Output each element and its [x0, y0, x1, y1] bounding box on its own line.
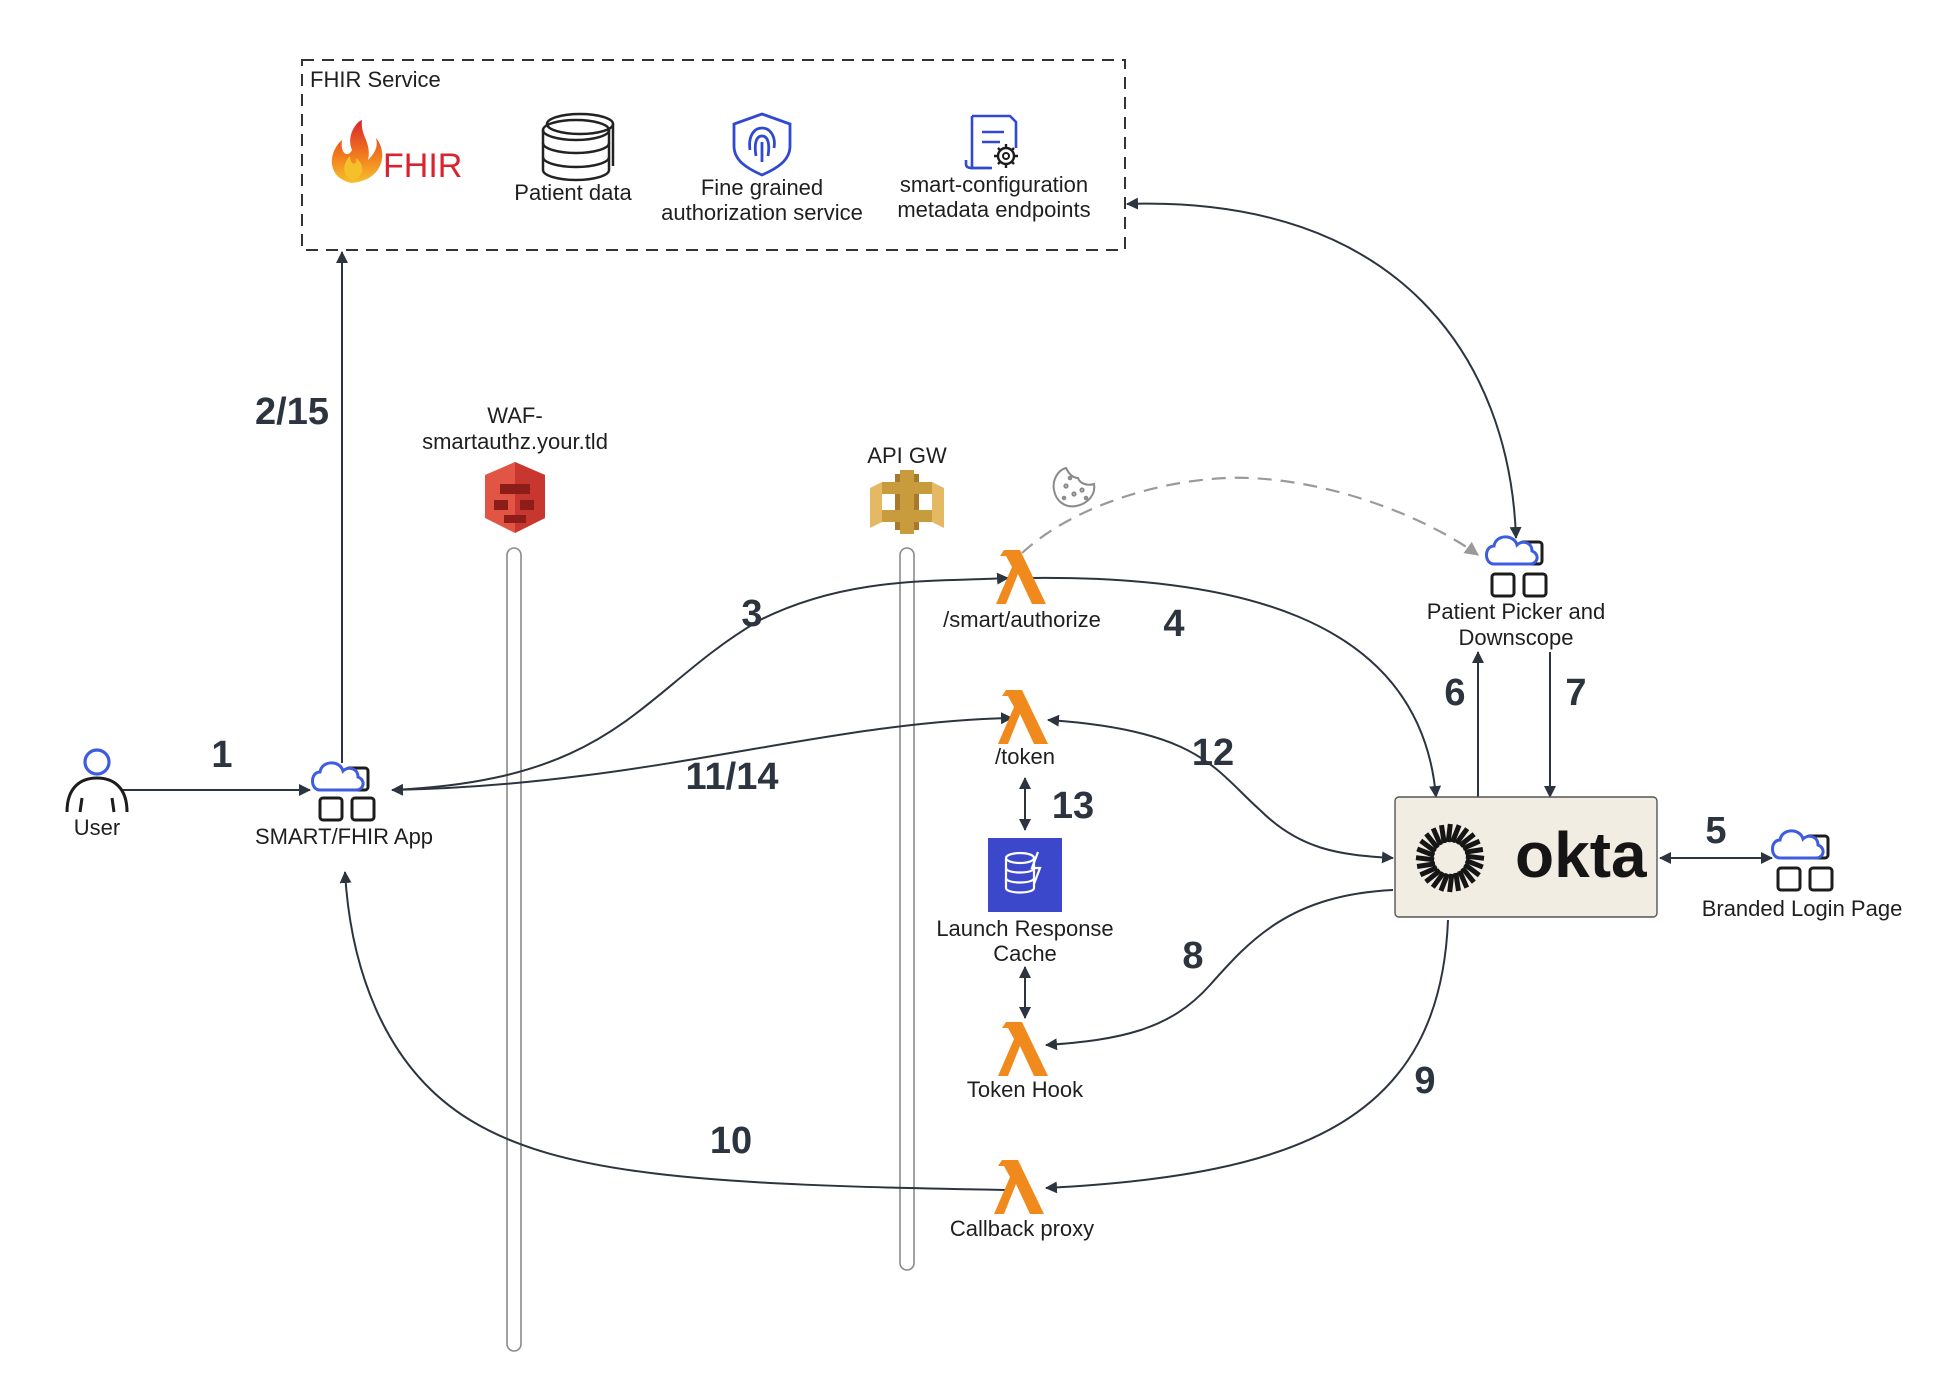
step-label-2-15: 2/15 — [255, 391, 329, 433]
okta-sunburst-ray — [1463, 862, 1481, 878]
okta-box: okta — [1394, 796, 1658, 918]
okta-sunburst-ray — [1447, 873, 1455, 893]
authorize-label: /smart/authorize — [943, 607, 1101, 632]
connector-step-11-14 — [391, 712, 1013, 796]
okta-sunburst-ray — [1445, 823, 1453, 843]
fhir-service-boundary — [301, 59, 1126, 251]
okta-sunburst-ray — [1461, 838, 1481, 851]
fine-grained-label-line2: authorization service — [661, 200, 863, 225]
okta-sunburst-ray — [1465, 853, 1485, 861]
document-gear-icon — [964, 114, 1018, 170]
okta-sunburst-ray — [1415, 855, 1435, 863]
fhir-logo-text: FHIR — [383, 147, 462, 185]
smart-config-label-line1: smart-configuration — [900, 172, 1088, 197]
step-label-7: 7 — [1565, 672, 1586, 714]
token-hook-label: Token Hook — [967, 1077, 1084, 1102]
smart-app-cloud-app-icon — [311, 761, 376, 822]
step-label-9: 9 — [1414, 1060, 1435, 1102]
aws-api-gateway-icon — [870, 470, 944, 534]
dynamodb-icon — [988, 838, 1062, 912]
okta-sunburst-ray — [1419, 865, 1439, 878]
database-icon — [541, 112, 615, 182]
aws-lambda-icon — [998, 1022, 1048, 1076]
step-label-6: 6 — [1444, 672, 1465, 714]
step-label-12: 12 — [1192, 732, 1234, 774]
waf-boundary-bar — [506, 547, 522, 1352]
step-label-4: 4 — [1163, 603, 1184, 645]
token-hook-lambda: Token Hook — [967, 1022, 1084, 1102]
aws-lambda-icon — [996, 550, 1046, 604]
okta-sunburst-ray — [1424, 868, 1442, 884]
callback-proxy-lambda: Callback proxy — [950, 1160, 1094, 1241]
okta-sunburst-ray — [1453, 872, 1461, 892]
cache-label-line2: Cache — [993, 941, 1057, 966]
token-lambda: /token — [995, 690, 1055, 769]
aws-waf-icon — [485, 462, 545, 533]
connector-step-12 — [1047, 714, 1394, 864]
okta-sunburst-ray — [1424, 832, 1440, 850]
okta-sunburst-ray — [1464, 858, 1484, 870]
connector-config-patient-picker — [1126, 197, 1522, 539]
branded-login-label: Branded Login Page — [1702, 896, 1903, 921]
patient-data-label: Patient data — [514, 180, 632, 205]
waf-label-line1: WAF- — [487, 403, 542, 428]
okta-sunburst-ray — [1430, 827, 1443, 847]
fine-grained-label-line1: Fine grained — [701, 175, 823, 200]
fhir-service-group: FHIR Service FHIR Patient data Fine grai… — [301, 59, 1126, 251]
user-icon — [65, 748, 129, 813]
okta-sunburst-ray — [1416, 846, 1436, 858]
authorize-lambda: /smart/authorize — [943, 550, 1101, 632]
connector-step-10 — [339, 871, 1006, 1191]
okta-sunburst-ray — [1450, 824, 1462, 844]
connector-step-8 — [1045, 889, 1394, 1051]
api-gw-label: API GW — [867, 443, 947, 468]
okta-sunburst-ray — [1454, 827, 1470, 845]
patient-picker-cloud-app-icon — [1485, 535, 1548, 598]
step-label-5: 5 — [1705, 810, 1726, 852]
okta-sunburst-ray — [1457, 869, 1470, 889]
fhir-service-title: FHIR Service — [310, 67, 441, 92]
user-label: User — [74, 815, 120, 840]
patient-picker-label-line2: Downscope — [1459, 625, 1574, 650]
fhir-flame-icon — [331, 120, 383, 183]
connectors — [122, 197, 1773, 1194]
step-label-13: 13 — [1052, 785, 1094, 827]
callback-proxy-label: Callback proxy — [950, 1216, 1094, 1241]
smart-app-label: SMART/FHIR App — [255, 824, 433, 849]
fingerprint-shield-icon — [732, 112, 792, 177]
aws-lambda-icon — [998, 690, 1048, 744]
step-label-3: 3 — [741, 593, 762, 635]
cache-label-line1: Launch Response — [936, 916, 1113, 941]
smart-config-label-line2: metadata endpoints — [897, 197, 1090, 222]
okta-wordmark: okta — [1515, 819, 1647, 891]
token-label: /token — [995, 744, 1055, 769]
step-label-8: 8 — [1182, 935, 1203, 977]
okta-sunburst-ray — [1458, 832, 1476, 848]
waf-label-line2: smartauthz.your.tld — [422, 429, 608, 454]
okta-sunburst-ray — [1464, 847, 1484, 855]
connector-step-9 — [1045, 919, 1449, 1194]
okta-sunburst-ray — [1419, 838, 1437, 854]
okta-sunburst-ray — [1438, 872, 1450, 892]
step-label-1: 1 — [211, 734, 232, 776]
okta-sunburst-ray — [1460, 866, 1476, 884]
branded-login-cloud-app-icon — [1771, 829, 1834, 892]
aws-lambda-icon — [994, 1160, 1044, 1214]
step-label-11-14: 11/14 — [686, 756, 779, 798]
okta-sunburst-ray — [1430, 871, 1446, 889]
patient-picker-label-line1: Patient Picker and — [1427, 599, 1606, 624]
connector-step-4 — [1029, 576, 1442, 798]
okta-sunburst-ray — [1416, 861, 1436, 869]
okta-sunburst-icon — [1415, 823, 1485, 893]
api-gw-boundary-bar — [899, 547, 915, 1271]
connector-cookie-session — [1021, 476, 1479, 556]
okta-sunburst-ray — [1439, 824, 1447, 844]
cookie-icon — [1052, 466, 1096, 508]
step-label-10: 10 — [710, 1120, 752, 1162]
